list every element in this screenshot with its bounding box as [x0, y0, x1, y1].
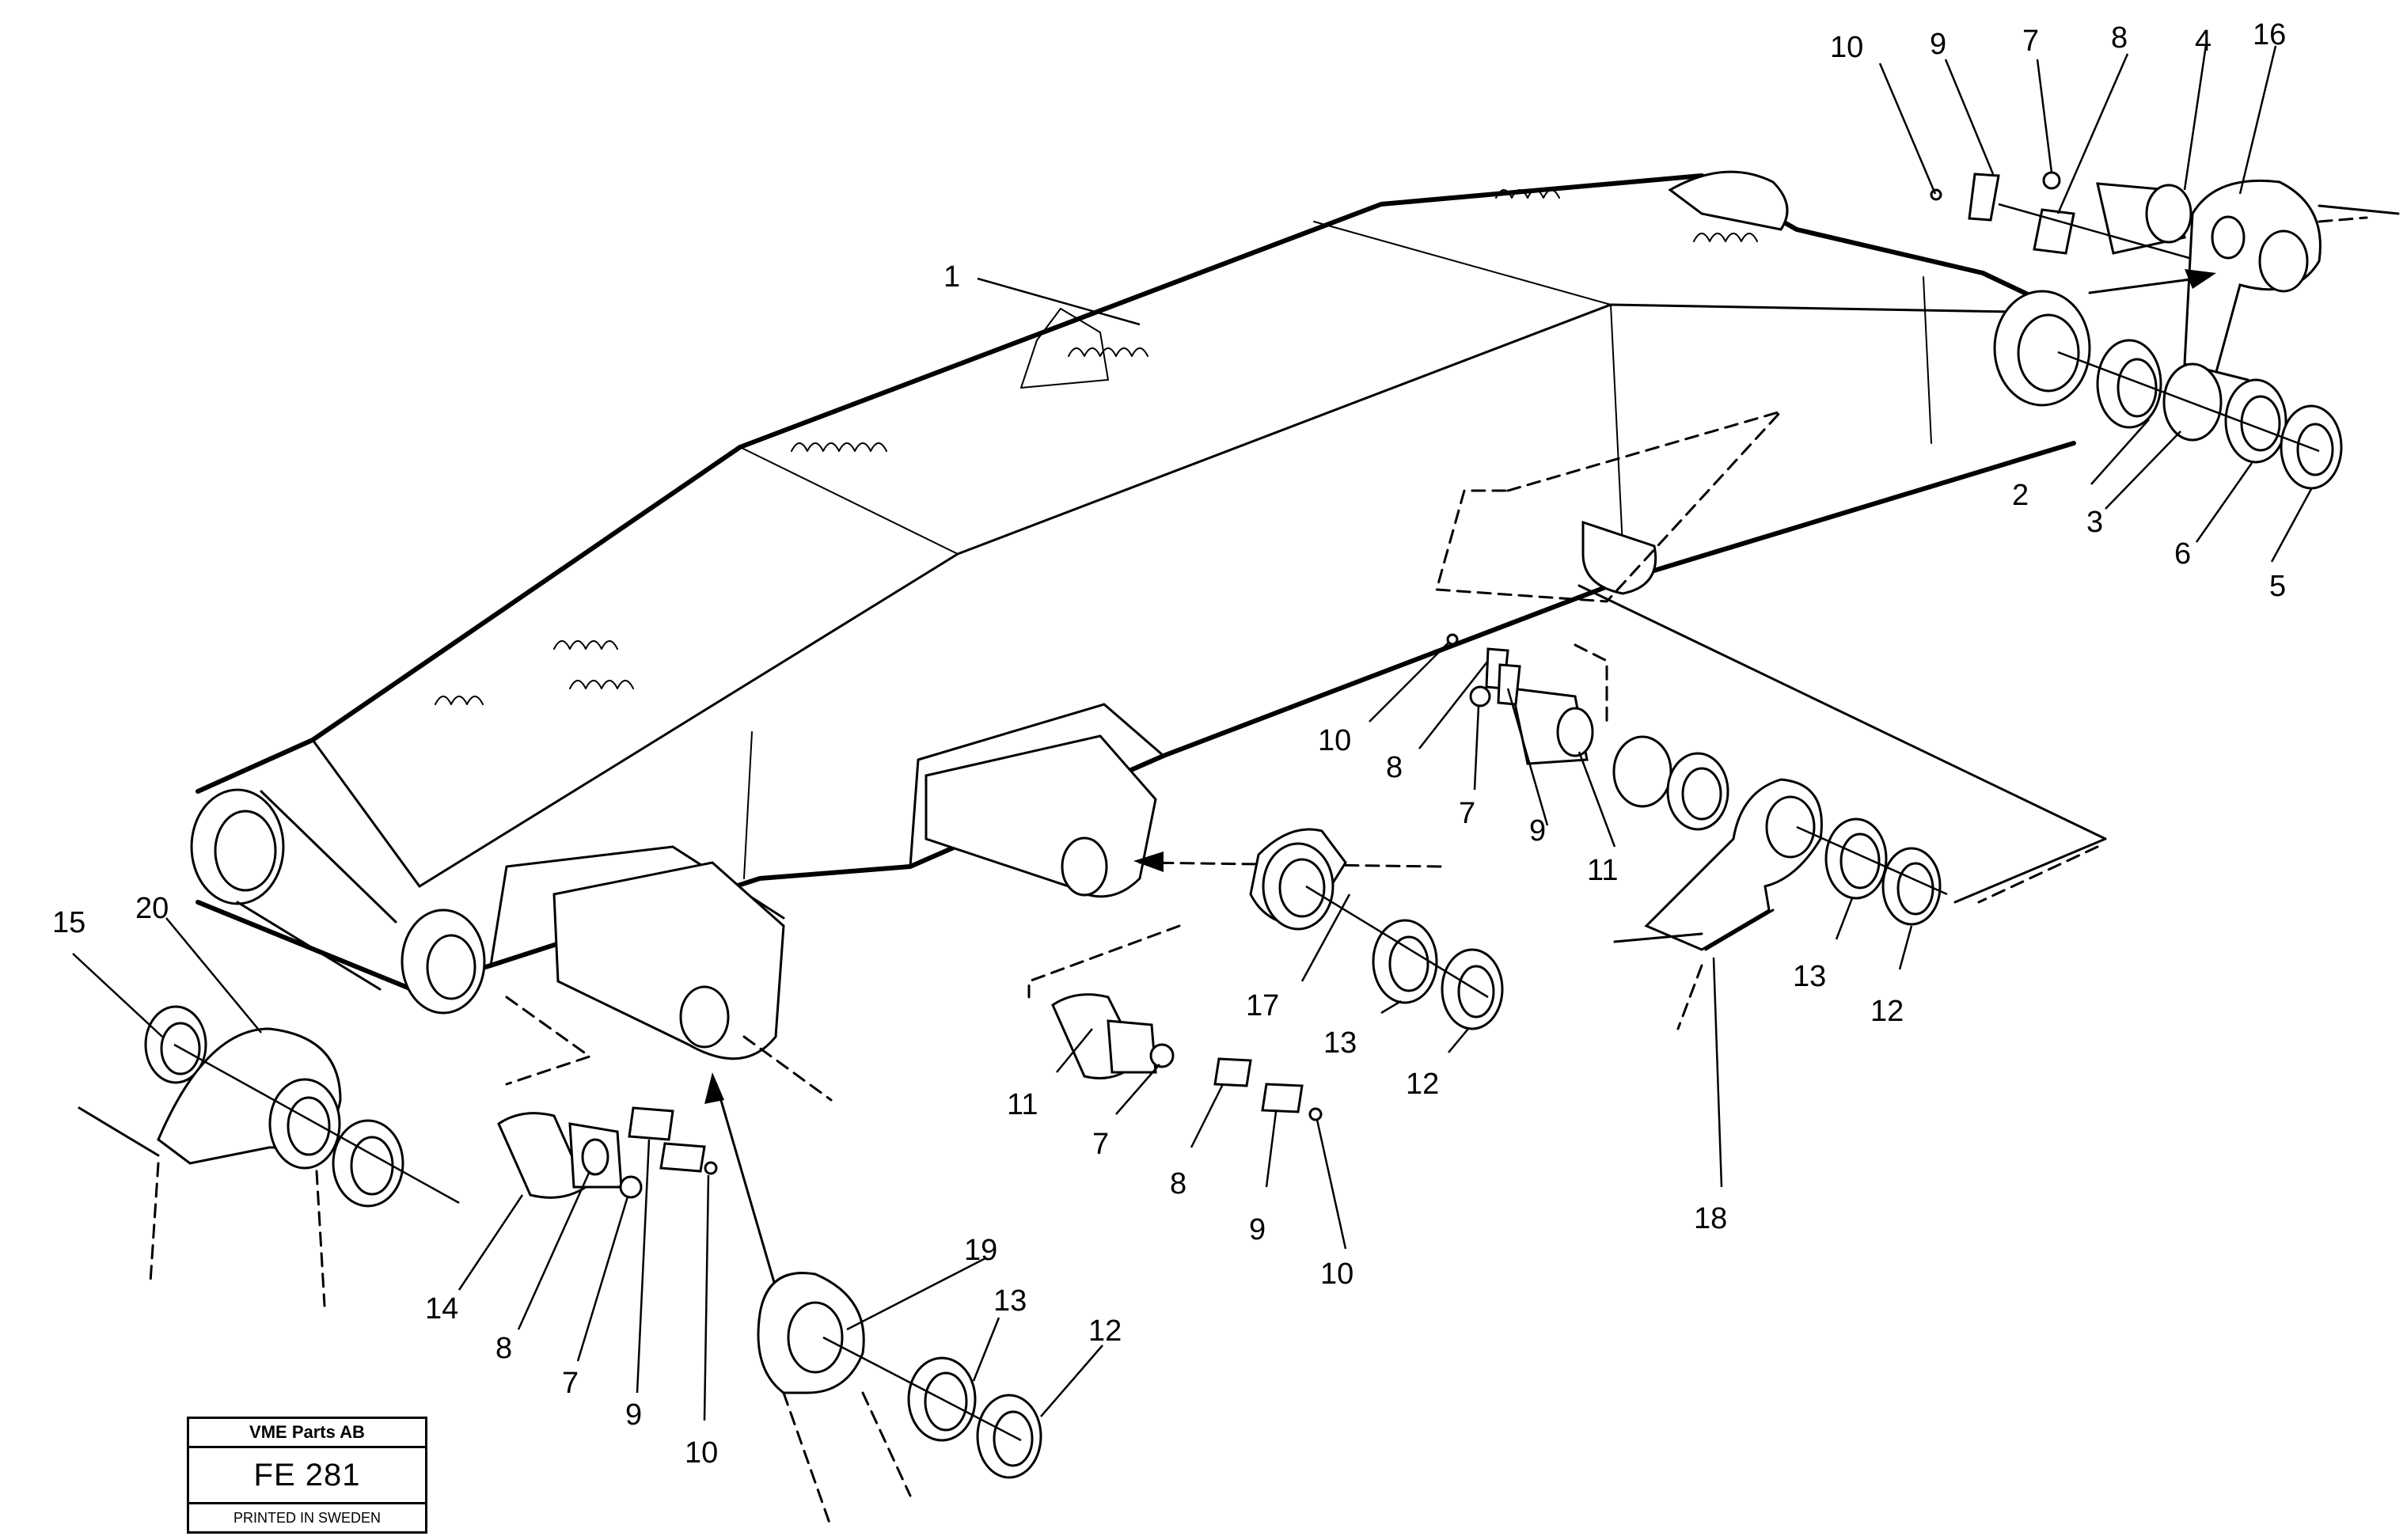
- callout-9-mid: 9: [1529, 814, 1546, 848]
- callout-10-left: 10: [685, 1436, 718, 1470]
- callout-11-center: 11: [1007, 1088, 1038, 1121]
- callout-1: 1: [943, 260, 960, 294]
- callout-13-left: 13: [993, 1284, 1027, 1318]
- callout-7-mid: 7: [1459, 797, 1475, 830]
- middle-pin-group: [1027, 828, 1504, 1121]
- callout-7-left: 7: [562, 1367, 579, 1400]
- callout-16: 16: [2253, 18, 2286, 51]
- callout-11-mid: 11: [1587, 854, 1618, 887]
- callout-20: 20: [135, 892, 169, 925]
- callout-8-top: 8: [2111, 21, 2128, 55]
- callout-19: 19: [964, 1234, 997, 1267]
- callout-15: 15: [52, 906, 85, 939]
- callout-12-left: 12: [1088, 1314, 1122, 1348]
- callout-8-left: 8: [495, 1332, 512, 1365]
- callout-12-mid: 12: [1406, 1068, 1439, 1101]
- callout-leaders: [72, 44, 2313, 1421]
- boom-arm: [190, 170, 2091, 1060]
- callout-5: 5: [2269, 570, 2286, 603]
- cylinder-rod-group: [1446, 584, 2107, 1030]
- title-block-code: FE 281: [189, 1448, 425, 1504]
- callout-3: 3: [2086, 506, 2103, 539]
- callout-6: 6: [2174, 537, 2191, 571]
- callout-14: 14: [425, 1292, 458, 1326]
- callout-8-center: 8: [1170, 1167, 1186, 1201]
- lower-left-group: [78, 996, 1042, 1529]
- callout-9-center: 9: [1249, 1213, 1266, 1246]
- callout-8-mid: 8: [1386, 751, 1403, 784]
- callout-13-right: 13: [1793, 960, 1826, 993]
- head-pin-group: [1930, 171, 2400, 490]
- callout-17: 17: [1246, 989, 1279, 1022]
- callout-7-center: 7: [1092, 1128, 1109, 1161]
- callout-13-mid: 13: [1323, 1026, 1357, 1060]
- title-block-company: VME Parts AB: [189, 1419, 425, 1448]
- callout-labels: 1 2 3 4 5 6 7 8 9 10 16 10 8 7 9 11 13 1…: [52, 18, 2286, 1470]
- callout-2: 2: [2012, 479, 2029, 512]
- callout-10-top: 10: [1830, 31, 1863, 64]
- callout-12-right: 12: [1870, 995, 1904, 1028]
- callout-4: 4: [2195, 25, 2211, 58]
- callout-7-top: 7: [2022, 25, 2039, 58]
- callout-10-mid: 10: [1318, 724, 1351, 757]
- callout-18: 18: [1694, 1202, 1727, 1235]
- title-block: VME Parts AB FE 281 PRINTED IN SWEDEN: [187, 1417, 427, 1534]
- callout-9-left: 9: [625, 1398, 642, 1432]
- callout-9-top: 9: [1930, 28, 1946, 61]
- callout-10-center: 10: [1320, 1257, 1353, 1291]
- title-block-printed: PRINTED IN SWEDEN: [233, 1509, 381, 1526]
